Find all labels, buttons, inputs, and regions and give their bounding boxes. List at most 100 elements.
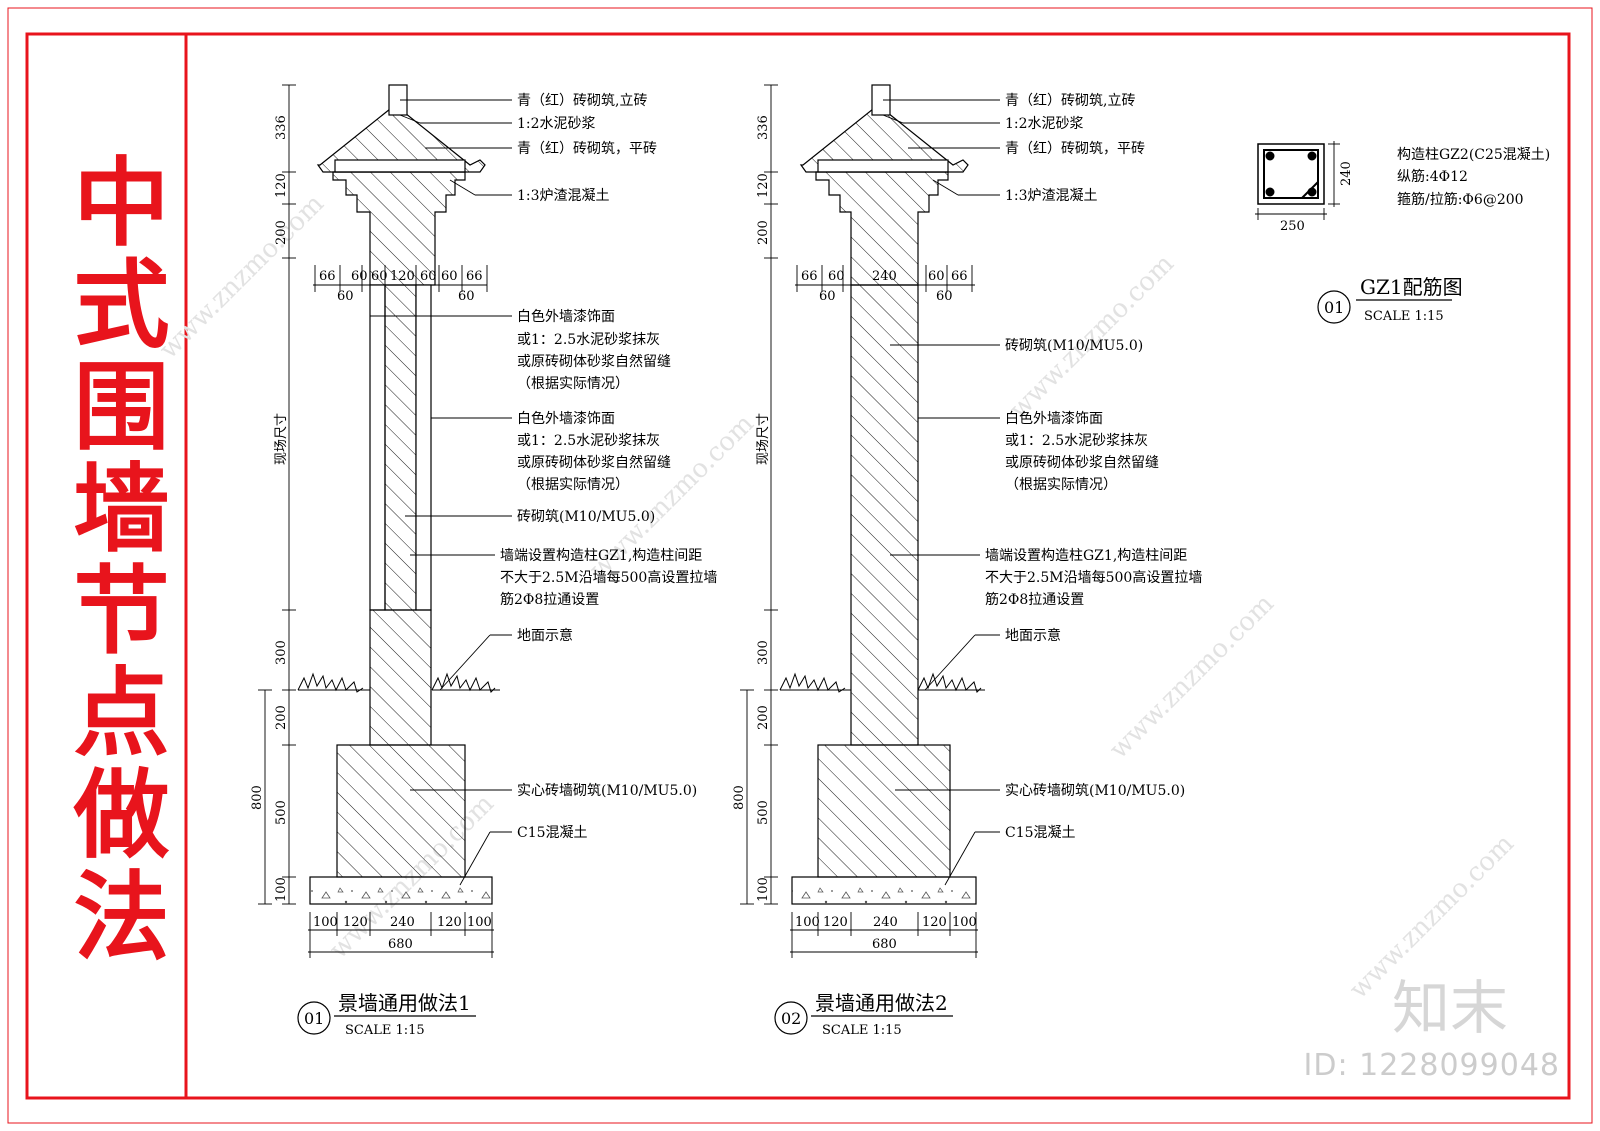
dim: 60 xyxy=(828,269,845,284)
note: 1:2水泥砂浆 xyxy=(1005,116,1084,132)
dim: 60 xyxy=(371,269,388,284)
dim: 100 xyxy=(795,915,820,930)
mortar-bed xyxy=(817,159,949,173)
watermark-brand: 知末 xyxy=(1391,974,1508,1042)
watermark-id: ID: 1228099048 xyxy=(1303,1048,1560,1083)
note: 实心砖墙砌筑(M10/MU5.0) xyxy=(517,783,697,799)
detail-02-labels: 青（红）砖砌筑,立砖 1:2水泥砂浆 青（红）砖砌筑，平砖 1:3炉渣混凝土 砖… xyxy=(732,93,1202,1038)
note: 或原砖砌体砂浆自然留缝 xyxy=(1005,454,1159,471)
inner-frame xyxy=(25,32,1571,1100)
roof-cap xyxy=(316,104,486,173)
dim: 300 xyxy=(756,640,771,665)
note: 砖砌筑(M10/MU5.0) xyxy=(1005,338,1143,354)
note: 或原砖砌体砂浆自然留缝 xyxy=(517,353,671,370)
dim: 120 xyxy=(922,915,947,930)
dim: 120 xyxy=(274,173,289,198)
dim: 60 xyxy=(819,289,836,304)
dim: 100 xyxy=(952,915,977,930)
grass xyxy=(779,672,846,693)
outer-frame xyxy=(7,7,1593,1124)
dim: 120 xyxy=(390,269,415,284)
rebar-dot xyxy=(1307,187,1317,197)
grass xyxy=(297,672,364,693)
note: C15混凝土 xyxy=(517,825,588,841)
note: 或1：2.5水泥砂浆抹灰 xyxy=(517,433,660,449)
dim: 60 xyxy=(458,289,475,304)
dim: 60 xyxy=(351,269,368,284)
dim: 66 xyxy=(466,269,483,284)
note: 1:3炉渣混凝土 xyxy=(1005,188,1098,204)
dim: 100 xyxy=(756,877,771,902)
note: C15混凝土 xyxy=(1005,825,1076,841)
brick-footing xyxy=(336,744,466,878)
note: 或原砖砌体砂浆自然留缝 xyxy=(517,454,671,471)
note: 墙端设置构造柱GZ1,构造柱间距 xyxy=(985,548,1187,564)
dim: 200 xyxy=(274,220,289,245)
concrete-base xyxy=(791,876,977,905)
detail-number: 02 xyxy=(781,1009,801,1028)
dim: 120 xyxy=(343,915,368,930)
note: （根据实际情况） xyxy=(517,477,629,493)
dim: 现场尺寸 xyxy=(756,413,771,465)
note: 实心砖墙砌筑(M10/MU5.0) xyxy=(1005,783,1185,799)
rebar-dim: 250 xyxy=(1280,219,1305,234)
note: 或1：2.5水泥砂浆抹灰 xyxy=(1005,433,1148,449)
detail-title: 景墙通用做法2 xyxy=(815,991,948,1015)
rebar-note: 构造柱GZ2(C25混凝土) xyxy=(1397,147,1550,163)
dim: 60 xyxy=(337,289,354,304)
watermark-text: www.znzmo.com xyxy=(154,189,330,365)
note: 砖砌筑(M10/MU5.0) xyxy=(517,509,655,525)
note: 1:2水泥砂浆 xyxy=(517,116,596,132)
shaft-right-leaf xyxy=(415,284,432,611)
dim-total: 680 xyxy=(872,937,897,952)
dim: 500 xyxy=(756,800,771,825)
dim: 336 xyxy=(756,115,771,140)
dim: 66 xyxy=(801,269,818,284)
dim: 240 xyxy=(872,269,897,284)
dim-total: 800 xyxy=(250,785,265,810)
note: 白色外墙漆饰面 xyxy=(1005,410,1103,427)
watermark-text: www.znzmo.com xyxy=(1004,249,1180,425)
note: 筋2Φ8拉通设置 xyxy=(985,591,1084,608)
stirrup xyxy=(1263,149,1319,199)
detail-number-circle xyxy=(1317,290,1351,324)
note: 白色外墙漆饰面 xyxy=(517,410,615,427)
dim-total: 680 xyxy=(388,937,413,952)
rebar-labels: 250 240 构造柱GZ2(C25混凝土) 纵筋:4Φ12 箍筋/拉筋:Φ6@… xyxy=(1280,147,1550,324)
rebar-dim: 240 xyxy=(1339,161,1354,186)
detail-number: 01 xyxy=(304,1009,324,1028)
note: 白色外墙漆饰面 xyxy=(517,308,615,325)
detail-number-circle xyxy=(297,1001,331,1035)
note: 地面示意 xyxy=(517,627,573,644)
dim: 100 xyxy=(467,915,492,930)
detail-title: 景墙通用做法1 xyxy=(338,991,471,1015)
column-outline xyxy=(1257,143,1325,205)
dim: 240 xyxy=(390,915,415,930)
note: 青（红）砖砌筑，平砖 xyxy=(1005,141,1145,157)
detail-scale: SCALE 1:15 xyxy=(822,1023,902,1038)
detail-01 xyxy=(258,84,512,958)
dim: 60 xyxy=(936,289,953,304)
note: 或1：2.5水泥砂浆抹灰 xyxy=(517,332,660,348)
rebar-dot xyxy=(1265,151,1275,161)
detail-number-circle xyxy=(774,1001,808,1035)
sheet-title: 中式围墙节点做法 xyxy=(57,152,169,968)
grass xyxy=(431,672,496,693)
watermark-text: www.znzmo.com xyxy=(1104,589,1280,765)
note: 不大于2.5M沿墙每500高设置拉墙 xyxy=(500,569,717,586)
shaft-left-leaf xyxy=(369,284,386,611)
shaft xyxy=(850,284,919,746)
detail-title: GZ1配筋图 xyxy=(1360,275,1463,299)
dim: 100 xyxy=(274,877,289,902)
roof-cap xyxy=(799,104,969,173)
dim: 200 xyxy=(756,705,771,730)
dim: 60 xyxy=(928,269,945,284)
concrete-base xyxy=(309,876,493,905)
lower-wall xyxy=(369,609,432,746)
dim: 336 xyxy=(274,115,289,140)
detail-scale: SCALE 1:15 xyxy=(1364,309,1444,324)
dim: 100 xyxy=(313,915,338,930)
note: 筋2Φ8拉通设置 xyxy=(500,591,599,608)
grass xyxy=(917,672,982,693)
note: 青（红）砖砌筑，平砖 xyxy=(517,141,657,157)
